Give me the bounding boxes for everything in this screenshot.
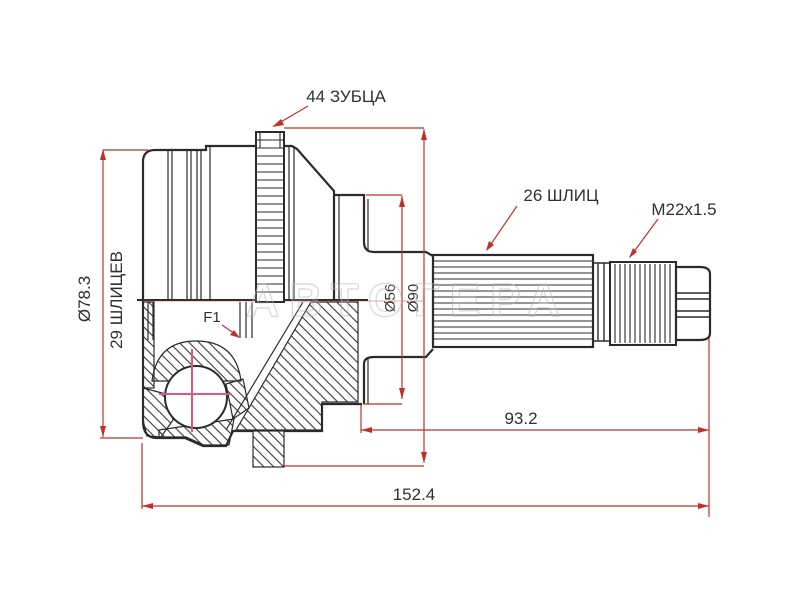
dimension-arrowheads bbox=[100, 119, 709, 509]
label-abs-teeth: 44 ЗУБЦА bbox=[306, 87, 386, 106]
joint-body-outline bbox=[137, 144, 434, 448]
label-inner-splines: 29 ШЛИЦЕВ bbox=[107, 251, 126, 349]
dimension-lines bbox=[100, 105, 710, 517]
watermark: АВТОГЕРА bbox=[246, 274, 570, 326]
thread-section bbox=[609, 261, 677, 346]
label-outer-splines: 26 ШЛИЦ bbox=[523, 186, 599, 205]
inner-race-section bbox=[151, 340, 242, 382]
label-grease-mark: F1 bbox=[203, 309, 221, 326]
label-thread-spec: M22x1.5 bbox=[651, 200, 716, 219]
label-shaft-length: 93.2 bbox=[504, 409, 537, 428]
shaft-end-block bbox=[674, 265, 712, 342]
ball-crosshair bbox=[159, 349, 230, 432]
ball-bearing bbox=[164, 365, 228, 429]
abs-ring-section bbox=[252, 430, 285, 468]
label-total-length: 152.4 bbox=[393, 485, 436, 504]
splined-shaft bbox=[431, 253, 595, 349]
shaft-groove bbox=[593, 262, 610, 342]
label-flange-diameter: Ø56 bbox=[382, 284, 399, 312]
label-outer-diameter: Ø78.3 bbox=[75, 276, 94, 322]
label-abs-ring-diameter: Ø90 bbox=[405, 284, 422, 312]
abs-tooth-ring bbox=[255, 131, 285, 303]
